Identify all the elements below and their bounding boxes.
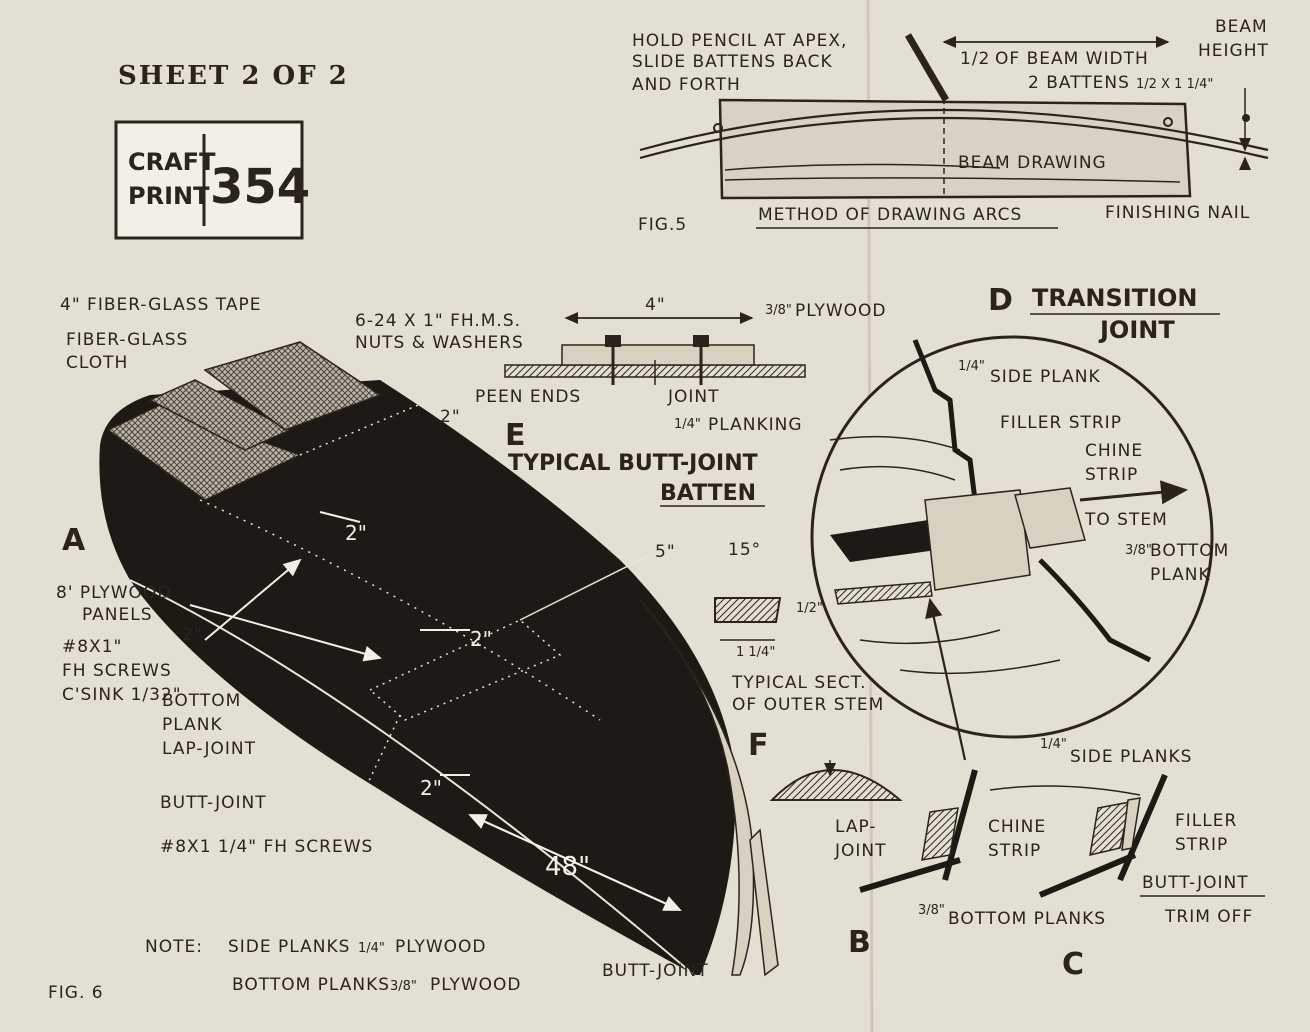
fig5-half-frac: 1/2 [960,49,990,69]
fig-e-ply: PLYWOOD [795,301,887,321]
fig-e-ply-frac: 3/8" [765,303,792,318]
fig-bc-side: SIDE PLANKS [1070,747,1192,767]
fig-e-bolts-2: NUTS & WASHERS [355,333,524,353]
fig-e-joint: JOINT [667,387,720,407]
fig5-label: FIG.5 [638,215,687,235]
fig-bc-chine-1: CHINE [988,817,1046,837]
fig-f-drawing [714,597,903,801]
fig-f-angle: 15° [728,540,761,560]
fig6-screws-3: C'SINK 1/32" [62,685,182,705]
fig-d-bottom-1: BOTTOM [1150,541,1229,561]
fig6-dim-48: 48" [545,852,590,882]
logo-number: 354 [210,159,310,215]
fig6-note2-a: BOTTOM PLANKS [232,975,390,995]
fig6-note1-frac: 1/4" [358,941,385,956]
sheet-number: SHEET 2 OF 2 [118,61,349,91]
fig6-note1-b: PLYWOOD [395,937,487,957]
fig-e-drawing [504,312,806,385]
fig5-note-3: AND FORTH [632,75,741,95]
fig-bc-trim: TRIM OFF [1164,907,1253,927]
fig-e-letter: E [505,418,526,453]
fig-d-title-2: JOINT [1098,316,1175,344]
fig6-dim-2-d: 2" [182,625,203,645]
fig5-nail: FINISHING NAIL [1105,203,1250,223]
fig-bc-filler-2: STRIP [1175,835,1228,855]
fig6-lap-3: LAP-JOINT [162,739,256,759]
fig6-tape: 4" FIBER-GLASS TAPE [60,295,261,315]
fig-d-bottom-2: PLANK [1150,565,1211,585]
fig6-screws-2: FH SCREWS [62,661,172,681]
fig-f-sect-2: OF OUTER STEM [732,695,884,715]
fig-d-side-frac: 1/4" [958,359,985,374]
fig-d-filler: FILLER STRIP [1000,413,1122,433]
fig6-cloth-2: CLOTH [66,353,128,373]
fig-d-title-1: TRANSITION [1032,284,1198,312]
fig6-hull [99,341,779,981]
fig6-note-label: NOTE: [145,937,203,957]
fig5-note-2: SLIDE BATTENS BACK [632,52,833,72]
fig5-battens: 2 BATTENS [1028,73,1130,93]
fig6-butt-joint-bottom: BUTT-JOINT [602,961,709,981]
fig-bc-butt: BUTT-JOINT [1142,873,1249,893]
fig-e-plank: PLANKING [708,415,803,435]
fig5-half-beam: OF BEAM WIDTH [995,49,1149,69]
fig5-beam-drawing: BEAM DRAWING [958,153,1107,173]
fig6-note2-frac: 3/8" [390,979,417,994]
fig-bc-side-frac: 1/4" [1040,737,1067,752]
fig-bc-filler-1: FILLER [1175,811,1237,831]
fig-f-sect-1: TYPICAL SECT. [731,673,867,693]
fig-d-chine-1: CHINE [1085,441,1143,461]
fig6-note2-b: PLYWOOD [430,975,522,995]
fig-bc-lap-2: JOINT [834,841,887,861]
fig6-panels-1: 8' PLYWOOD [56,583,171,603]
logo-craft: CRAFT [128,148,216,176]
fig6-dim-2-top: 2" [440,407,461,427]
fig-d-stem: TO STEM [1084,510,1168,530]
fig5-height: HEIGHT [1198,41,1269,61]
fig-e-title-1: TYPICAL BUTT-JOINT [508,451,758,476]
fig6-panels-2: PANELS [82,605,153,625]
fig-bc-drawing [859,769,1168,898]
fig-bc-lap-1: LAP- [835,817,877,837]
fig-f-thick: 1/2" [796,601,823,616]
fig-d-letter: D [988,283,1013,318]
fig-bc-letter-b: B [848,925,871,960]
fig6-label: FIG. 6 [48,983,104,1003]
fig6-lap-2: PLANK [162,715,223,735]
fig6-note1-a: SIDE PLANKS [228,937,350,957]
fig6-dim-2-b: 2" [470,627,492,651]
fig-f-letter: F [748,728,769,763]
fig5-drawing [639,33,1269,200]
fig6-letter-a: A [62,523,86,558]
fig-e-width: 4" [645,295,666,315]
fig6-butt-joint: BUTT-JOINT [160,793,267,813]
fig-e-title-2: BATTEN [660,481,756,506]
craft-print-logo: CRAFT PRINT 354 [114,120,310,240]
fig-bc-chine-2: STRIP [988,841,1041,861]
fig5-note-1: HOLD PENCIL AT APEX, [632,31,847,51]
fig-d-side: SIDE PLANK [990,367,1101,387]
fig5-method: METHOD OF DRAWING ARCS [758,205,1022,225]
fig-d-bottom-frac: 3/8" [1125,543,1152,558]
fig-f-width: 1 1/4" [736,645,775,660]
fig6-dim-5: 5" [655,542,676,562]
fig-e-plank-frac: 1/4" [674,417,701,432]
fig5-battens-size: 1/2 X 1 1/4" [1136,77,1213,92]
fig-bc-bottom-frac: 3/8" [918,903,945,918]
fig6-lap-1: BOTTOM [162,691,241,711]
fig-d-chine-2: STRIP [1085,465,1138,485]
fig-e-peen: PEEN ENDS [475,387,581,407]
fig6-screws-long: #8X1 1/4" FH SCREWS [160,837,373,857]
logo-print: PRINT [128,182,210,210]
fig6-screws-1: #8X1" [62,637,122,657]
fig6-dim-2-a: 2" [345,521,367,545]
fig6-cloth-1: FIBER-GLASS [66,330,188,350]
fig-bc-bottom: BOTTOM PLANKS [948,909,1106,929]
fig-e-bolts-1: 6-24 X 1" FH.M.S. [355,311,521,331]
fig-d-drawing [810,335,1214,761]
fig-bc-letter-c: C [1062,947,1084,982]
fig5-beam: BEAM [1215,17,1268,37]
fig6-dim-2-c: 2" [420,776,442,800]
